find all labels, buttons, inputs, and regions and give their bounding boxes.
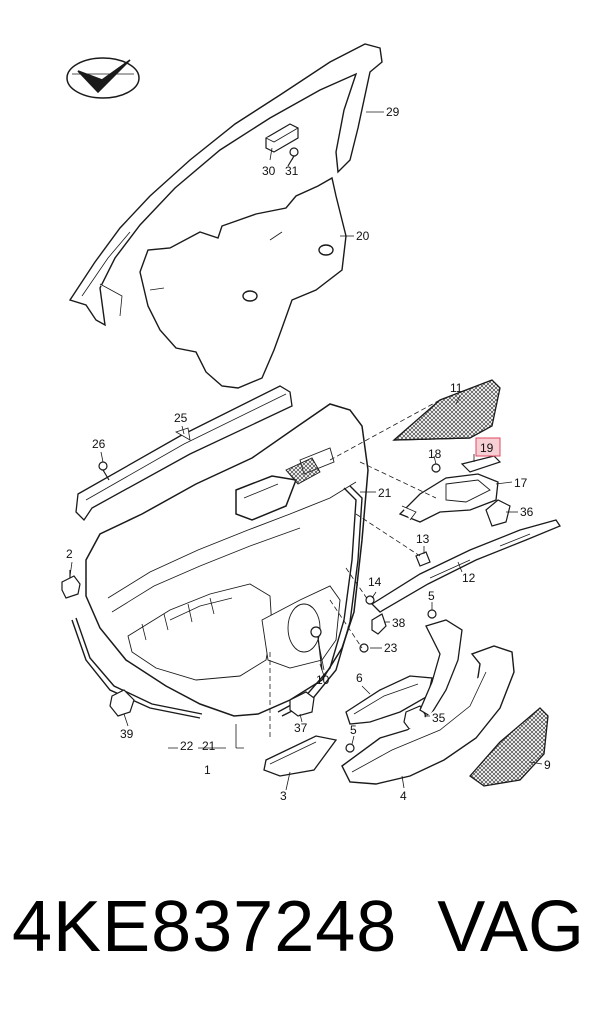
cover-cap-3 xyxy=(263,735,338,777)
callout-5-lower: 5 xyxy=(350,723,357,737)
callout-19-highlight xyxy=(475,437,501,457)
callout-labels: 29 30 31 20 25 26 11 19 18 17 21 36 13 2… xyxy=(66,105,551,803)
callout-25: 25 xyxy=(174,411,188,425)
callout-39: 39 xyxy=(120,727,134,741)
highlighted-part-19 xyxy=(460,455,502,473)
callout-31: 31 xyxy=(285,164,299,178)
lower-seal-22 xyxy=(71,617,203,719)
checkmark-logo-icon xyxy=(66,57,140,99)
callout-10: 10 xyxy=(316,673,330,687)
clip-38 xyxy=(371,613,387,635)
callout-14: 14 xyxy=(368,575,382,589)
callout-18: 18 xyxy=(428,447,442,461)
door-membrane-foil xyxy=(139,176,347,389)
screw-5-upper xyxy=(427,609,437,619)
callout-37: 37 xyxy=(294,721,308,735)
clip-30 xyxy=(265,123,299,153)
callout-6: 6 xyxy=(356,671,363,685)
screw-5-lower xyxy=(345,743,355,753)
door-trim-panel xyxy=(85,403,369,717)
callout-20: 20 xyxy=(356,229,370,243)
callout-17: 17 xyxy=(514,476,528,490)
screw-18 xyxy=(431,463,441,473)
callout-38: 38 xyxy=(392,616,406,630)
callout-2: 2 xyxy=(66,547,73,561)
clip-13 xyxy=(415,551,431,567)
screw-26 xyxy=(98,461,110,481)
connector-37 xyxy=(289,691,315,717)
callout-11: 11 xyxy=(450,381,463,395)
armrest-4 xyxy=(341,645,515,785)
speaker-cover-11 xyxy=(392,379,501,441)
callout-9: 9 xyxy=(544,758,551,772)
callout-5-upper: 5 xyxy=(428,589,435,603)
window-seal-strip xyxy=(75,385,293,522)
armrest-bracket xyxy=(419,619,463,717)
callout-1: 1 xyxy=(204,763,211,777)
callout-19: 19 xyxy=(480,441,494,455)
leader-lines xyxy=(69,111,543,791)
clip-36 xyxy=(485,499,511,527)
window-frame-trim xyxy=(68,43,383,327)
callout-13: 13 xyxy=(416,532,430,546)
callout-3: 3 xyxy=(280,789,287,803)
callout-36: 36 xyxy=(520,505,534,519)
callout-22: 22 xyxy=(180,739,194,753)
part-number-label: 4KE837248 xyxy=(12,887,398,967)
callout-4: 4 xyxy=(400,789,407,803)
callout-35: 35 xyxy=(432,711,446,725)
bracket-39 xyxy=(109,689,135,717)
clip-2 xyxy=(61,570,81,599)
callout-21-right: 21 xyxy=(378,486,392,500)
handle-assembly-17 xyxy=(398,473,499,523)
trim-strip-12 xyxy=(370,519,561,613)
dashed-guides xyxy=(269,399,441,740)
speaker-grille-9 xyxy=(469,707,549,787)
callout-12: 12 xyxy=(462,571,476,585)
callout-26: 26 xyxy=(92,437,106,451)
callout-21-bottom: 21 xyxy=(202,739,216,753)
callout-23: 23 xyxy=(384,641,398,655)
callout-30: 30 xyxy=(262,164,276,178)
callout-29: 29 xyxy=(386,105,400,119)
brand-label: VAG xyxy=(437,887,584,967)
screw-23 xyxy=(359,643,369,653)
